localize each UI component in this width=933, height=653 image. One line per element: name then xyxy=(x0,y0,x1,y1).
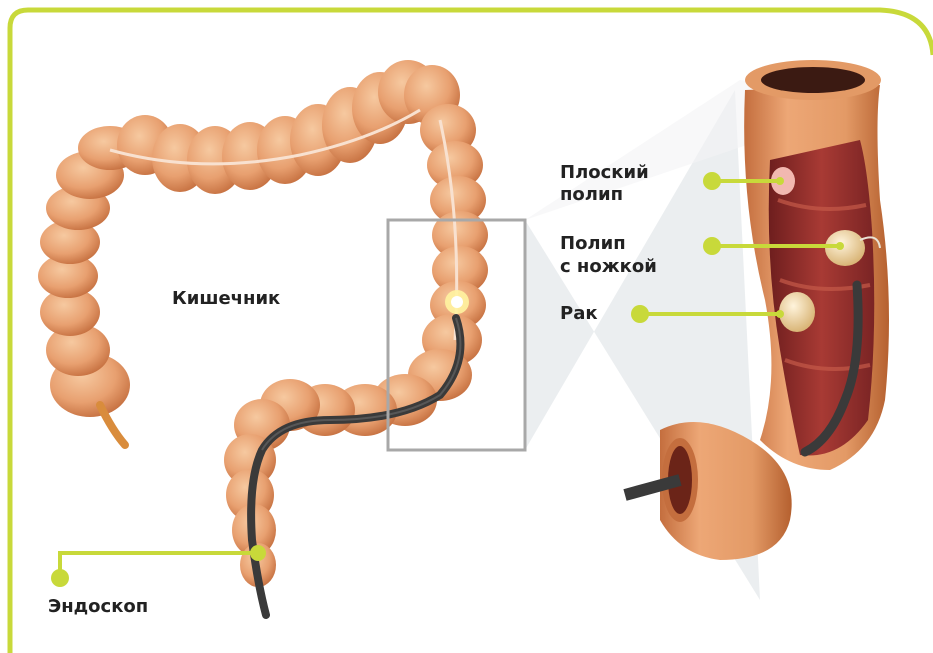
pointer-endoscope xyxy=(51,545,266,587)
label-stalk-polyp-line1: Полип xyxy=(560,233,626,255)
label-flat-polyp-line1: Плоский xyxy=(560,162,649,184)
descending-colon xyxy=(408,104,488,401)
sigmoid-colon xyxy=(224,374,437,521)
label-flat-polyp-line2: полип xyxy=(560,184,623,206)
label-cancer: Рак xyxy=(560,303,598,325)
label-intestine: Кишечник xyxy=(172,288,280,310)
transverse-colon xyxy=(110,60,460,194)
ascending-colon xyxy=(38,126,142,417)
label-endoscope: Эндоскоп xyxy=(48,596,148,618)
label-stalk-polyp-line2: с ножкой xyxy=(560,256,657,278)
colon-illustration xyxy=(38,60,488,587)
cancer-shape xyxy=(779,292,815,332)
